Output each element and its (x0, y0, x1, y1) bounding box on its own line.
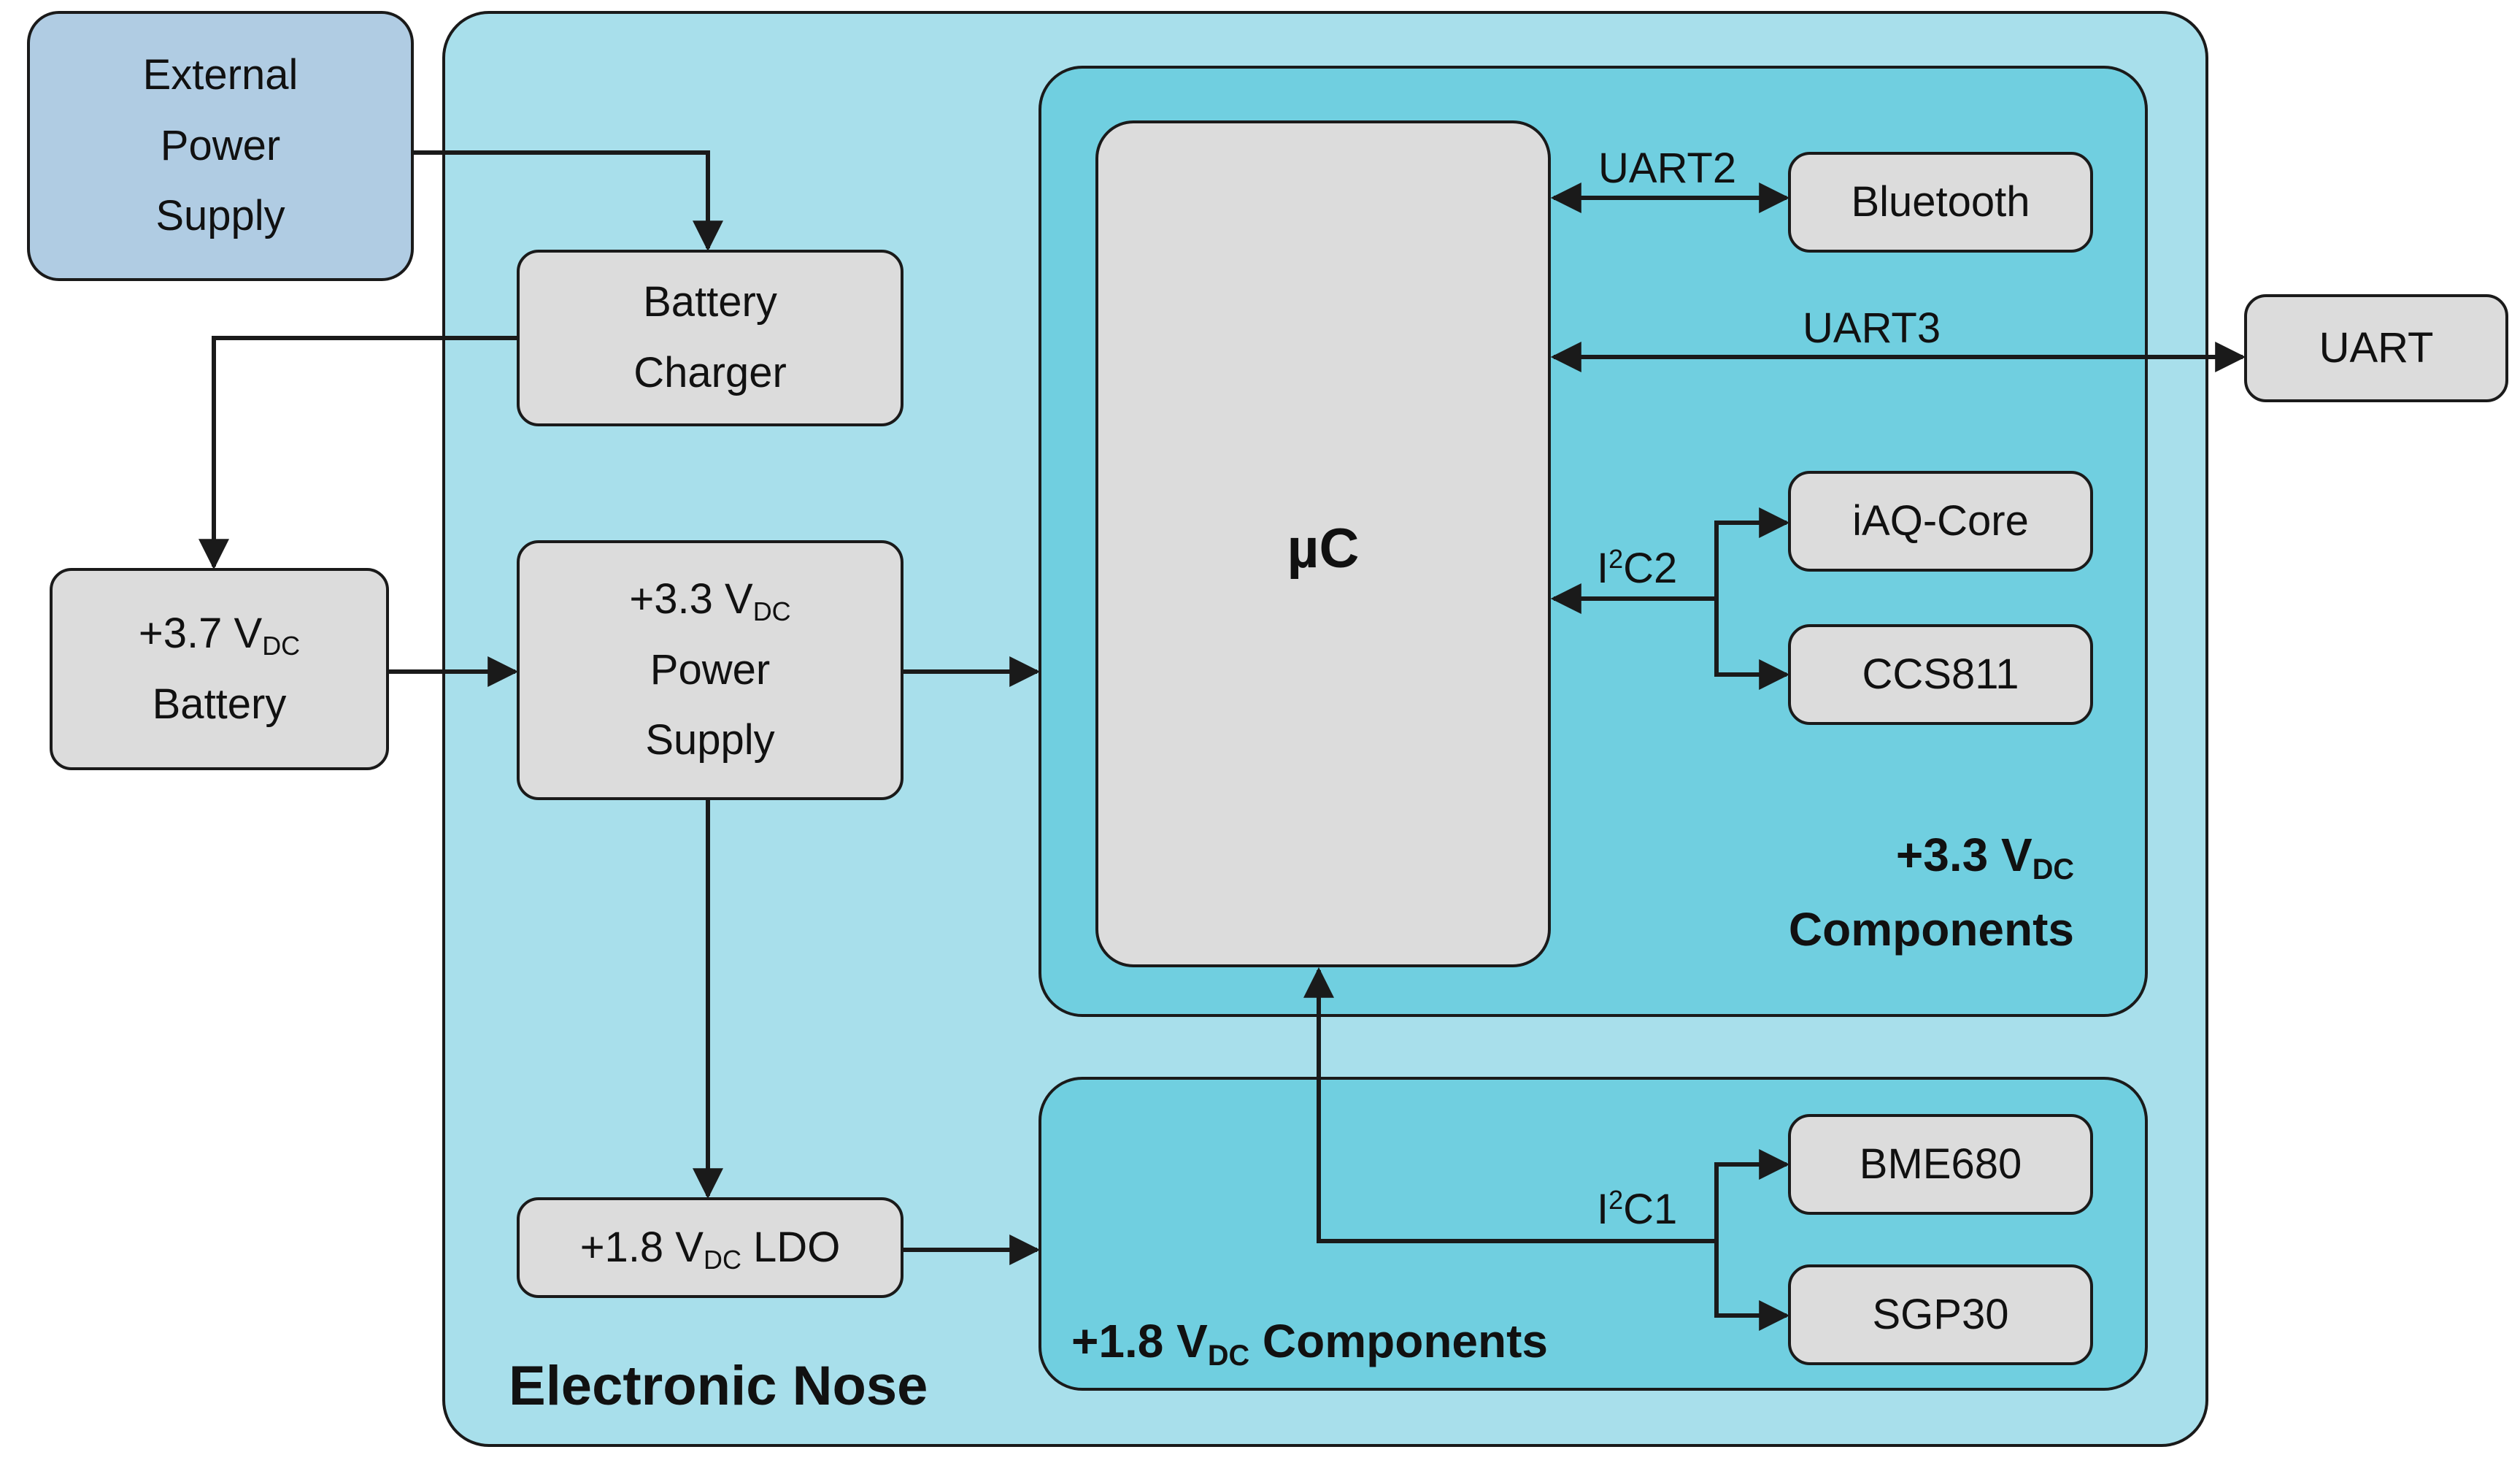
ldo-18v-block: +1.8 VDC LDO (517, 1197, 903, 1298)
ldo-label: +1.8 VDC LDO (579, 1224, 841, 1275)
components-18v-title: +1.8 VDC Components (1071, 1315, 1548, 1372)
power-supply-33v-block: +3.3 VDC Power Supply (517, 540, 903, 800)
components-33v-word: Components (1788, 903, 2074, 956)
wire-i2c2-to-ccs811 (1714, 599, 1790, 690)
external-power-line2: Power (160, 121, 281, 169)
i2c1-label: I2C1 (1597, 1185, 1678, 1233)
microcontroller-block: µC (1095, 120, 1551, 967)
wire-charger-to-battery (199, 336, 517, 570)
power-supply-voltage-label: +3.3 VDC (629, 575, 791, 626)
external-power-line1: External (142, 50, 298, 99)
wire-i2c1-to-sgp30 (1714, 1241, 1790, 1331)
i2c2-label: I2C2 (1597, 544, 1678, 592)
ccs811-label: CCS811 (1862, 650, 2019, 699)
uart-label: UART (2319, 324, 2434, 372)
power-supply-line2: Power (650, 645, 771, 694)
uart3-label: UART3 (1803, 304, 1941, 352)
external-power-line3: Supply (155, 192, 285, 240)
battery-label: Battery (152, 680, 287, 728)
electronic-nose-title: Electronic Nose (509, 1355, 928, 1417)
bme680-block: BME680 (1788, 1114, 2093, 1215)
battery-charger-line2: Charger (633, 349, 787, 396)
microcontroller-label: µC (1287, 518, 1360, 580)
battery-charger-line1: Battery (643, 278, 777, 326)
power-supply-line3: Supply (645, 716, 775, 764)
uart2-label: UART2 (1598, 145, 1737, 192)
external-power-supply-block: External Power Supply (27, 11, 414, 281)
battery-charger-block: Battery Charger (517, 250, 903, 426)
battery-block: +3.7 VDC Battery (50, 568, 389, 770)
uart-block: UART (2244, 294, 2508, 402)
components-33v-voltage: +3.3 VDC (1895, 829, 2074, 886)
sgp30-block: SGP30 (1788, 1264, 2093, 1365)
iaq-core-block: iAQ-Core (1788, 471, 2093, 572)
bme680-label: BME680 (1859, 1140, 2022, 1189)
wire-i2c1-to-bme680 (1714, 1149, 1790, 1241)
sgp30-label: SGP30 (1872, 1291, 2009, 1339)
bluetooth-label: Bluetooth (1851, 178, 2030, 226)
wire-i2c1-to-mcu (1303, 967, 1716, 1243)
wire-external-to-charger (414, 150, 723, 252)
battery-voltage-label: +3.7 VDC (138, 609, 301, 661)
bluetooth-block: Bluetooth (1788, 152, 2093, 253)
wire-i2c2-to-iaq (1714, 507, 1790, 599)
iaq-core-label: iAQ-Core (1852, 497, 2029, 545)
components-33v-title: +3.3 VDC Components (1781, 818, 2074, 967)
ccs811-block: CCS811 (1788, 624, 2093, 725)
